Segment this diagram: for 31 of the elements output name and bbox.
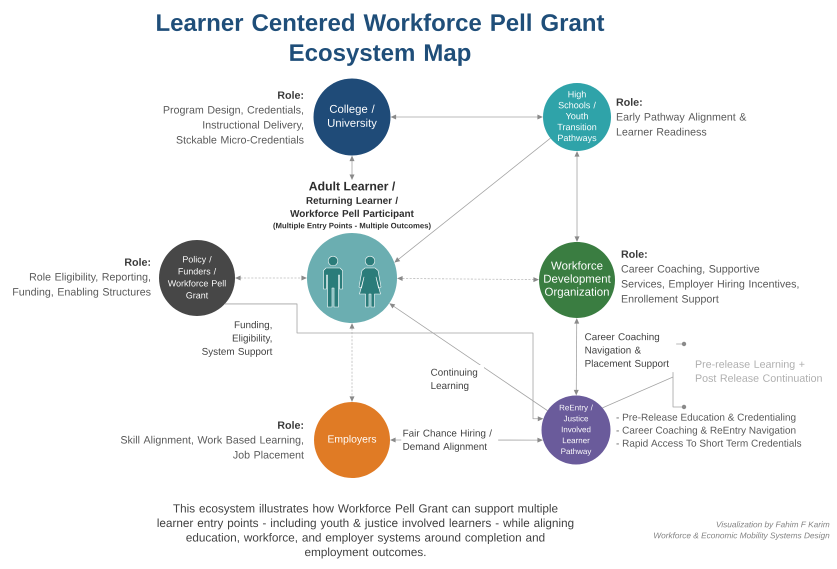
- circle-node: Employers: [314, 402, 390, 478]
- role-heading: Role:: [616, 98, 642, 106]
- circle-node: High Schools / Youth Transition Pathways: [543, 83, 611, 151]
- credit-text: Visualization by Fahim F Karim: [716, 521, 830, 529]
- credit-text: Workforce & Economic Mobility Systems Design: [654, 532, 830, 540]
- node-heading: Returning Learner / Workforce Pell Participant: [290, 196, 414, 219]
- edge-label: Fair Chance Hiring / Demand Alignment: [401, 426, 498, 456]
- circle-node: College / University: [314, 78, 390, 156]
- bullet-text: - Pre-Release Education & Credentialing: [616, 413, 796, 423]
- role-text: Role Eligibility, Reporting, Funding, Enabling Structures: [13, 272, 151, 298]
- role-heading: Role:: [622, 250, 647, 258]
- edge-label: Funding, Eligibility, System Support: [195, 317, 274, 360]
- bullet-text: - Career Coaching & ReEntry Navigation: [616, 426, 796, 436]
- node-heading: Adult Learner /: [309, 181, 396, 191]
- caption: This ecosystem illustrates how Workforce Pell Grant can support multiple learner entry points - including youth & justice involved learners - while aligning education, workforce, and employer systems around completion and employment outcomes.: [158, 504, 574, 558]
- callout-text: Pre-release Learning + Post Release Continuation: [696, 360, 822, 382]
- circle-node: ReEntry / Justice Involved Learner Pathway: [542, 396, 610, 464]
- role-text: Career Coaching, Supportive Services, Employer Hiring Incentives, Enrollement Support: [622, 264, 798, 305]
- bullet-text: - Rapid Access To Short Term Credentials: [616, 439, 802, 449]
- role-text: Early Pathway Alignment & Learner Readiness: [616, 112, 746, 136]
- title: Learner Centered Workforce Pell Grant Ecosystem Map: [157, 13, 604, 66]
- role-heading: Role:: [278, 421, 303, 429]
- leader-line: [602, 376, 674, 408]
- edge-label: Continuing Learning: [429, 364, 484, 394]
- role-heading: Role:: [125, 258, 150, 266]
- role-text: Program Design, Credentials, Instructional Delivery, Stckable Micro-Credentials: [164, 106, 304, 144]
- role-heading: Role:: [278, 91, 303, 99]
- edge-label: Career Coaching Navigation & Placement Support: [583, 329, 676, 372]
- role-text: Skill Alignment, Work Based Learning, Job Placement: [120, 436, 304, 459]
- circle-node: Workforce Development Organization: [539, 242, 615, 318]
- circle-node: Policy / Funders / Workforce Pell Grant: [159, 240, 235, 316]
